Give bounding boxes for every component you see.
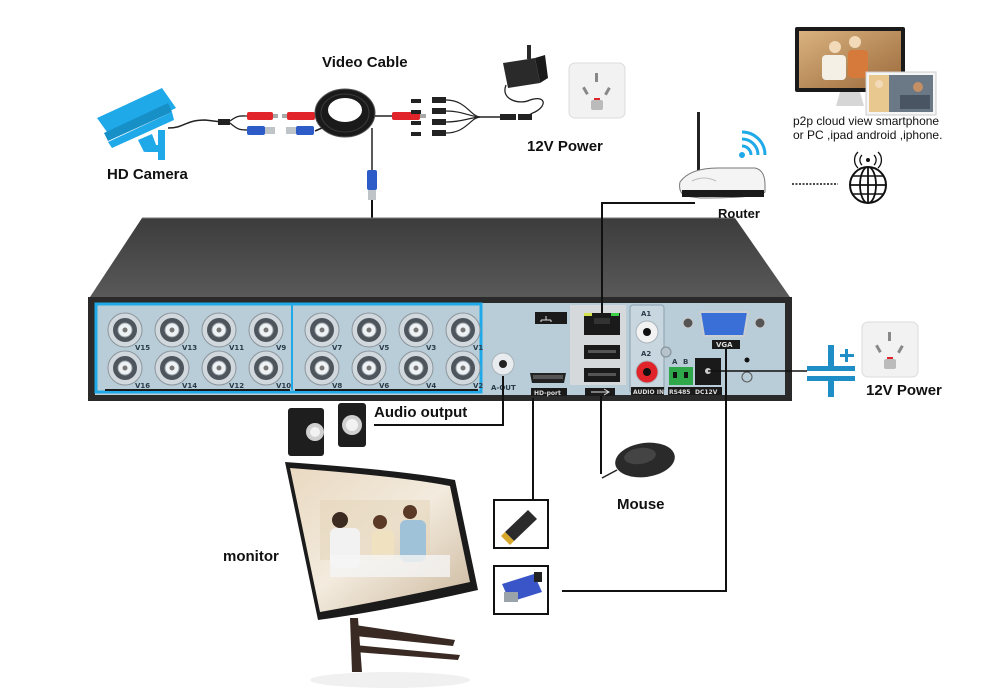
bnc-port-v10[interactable] [248,350,284,386]
router-icon [679,112,766,199]
ground-screw-icon [660,346,672,358]
label-audio-output: Audio output [374,404,468,421]
port-label-rs485-b: B [683,358,688,366]
rs485-terminal[interactable] [669,367,693,385]
wall-outlet-top-icon [568,62,626,119]
port-label-a1: A1 [641,310,651,318]
bnc-label-v6: V6 [379,382,389,390]
bnc-port-v15[interactable] [107,312,143,348]
cloud-view-devices-image [795,27,937,116]
port-label-audio-in: AUDIO IN [633,389,664,396]
camera-cable [167,119,223,129]
bnc-port-v6[interactable] [351,350,387,386]
bnc-label-v15: V15 [135,344,150,352]
bnc-port-v2[interactable] [445,350,481,386]
blue-bnc-connector-down [367,170,377,190]
bnc-label-v5: V5 [379,344,389,352]
lan-line [601,202,695,313]
hdmi-line [532,398,548,501]
label-p2p-line1: p2p cloud view smartphone [793,114,940,128]
ground-symbol-icon [741,371,753,383]
bnc-port-v8[interactable] [304,350,340,386]
bnc-port-v1[interactable] [445,312,481,348]
label-hd-camera: HD Camera [107,166,188,183]
label-power-top: 12V Power [527,138,603,155]
vga-port[interactable] [682,311,766,337]
bnc-port-v5[interactable] [351,312,387,348]
bnc-label-v14: V14 [182,382,197,390]
dc-power-symbol-icon [807,345,855,397]
bnc-port-v11[interactable] [201,312,237,348]
mouse-icon [601,442,675,479]
vga-cable-icon [493,565,549,615]
bnc-port-v4[interactable] [398,350,434,386]
hdmi-cable-icon [493,499,549,549]
bnc-label-v9: V9 [276,344,286,352]
vga-line [562,349,727,592]
audio-out-port[interactable] [491,352,515,376]
power-splitter-icon [411,97,532,136]
red-power-connector-left [247,112,278,120]
usb-port-2[interactable] [584,368,620,382]
blue-bnc-connector-left [247,126,275,135]
video-cable-coil-icon [314,88,376,138]
bnc-port-v9[interactable] [248,312,284,348]
globe-icon [849,151,887,204]
bnc-label-v4: V4 [426,382,436,390]
bnc-port-v7[interactable] [304,312,340,348]
hd-camera-icon [97,88,176,160]
bnc-port-v13[interactable] [154,312,190,348]
bnc-highlight-border [94,302,483,394]
port-label-dc12v: DC12V [695,389,718,396]
bnc-port-v12[interactable] [201,350,237,386]
bnc-label-v8: V8 [332,382,342,390]
bnc-port-v14[interactable] [154,350,190,386]
power-adapter-icon [503,45,548,118]
lan-port[interactable] [584,313,620,335]
bnc-label-v3: V3 [426,344,436,352]
bnc-label-v1: V1 [473,344,483,352]
usb-port-1[interactable] [584,345,620,359]
bnc-label-v13: V13 [182,344,197,352]
red-power-connector-mid [282,112,315,120]
port-label-rs485-a: A [672,358,678,366]
label-monitor: monitor [223,548,279,565]
audio-in-1-port[interactable] [635,320,659,344]
bnc-label-v12: V12 [229,382,244,390]
bnc-label-v7: V7 [332,344,342,352]
audio-in-2-port[interactable] [635,360,659,384]
blue-bnc-connector-mid [286,126,314,135]
monitor-icon [285,462,478,688]
bnc-label-v16: V16 [135,382,150,390]
label-power-right: 12V Power [866,382,942,399]
bnc-port-v3[interactable] [398,312,434,348]
port-label-vga: VGA [716,341,733,349]
bnc-port-v16[interactable] [107,350,143,386]
cable-splitter [218,119,230,125]
label-router: Router [718,206,760,221]
port-label-hdmi: HD-port [534,390,561,397]
port-label-rs485: RS485 [669,389,690,396]
hdmi-port[interactable] [530,373,566,383]
port-label-a2: A2 [641,350,651,358]
bnc-label-v11: V11 [229,344,244,352]
lan-symbol-icon [535,312,567,324]
label-video-cable: Video Cable [322,54,408,71]
wifi-icon [739,130,767,158]
speakers-icon [288,403,366,456]
bnc-label-v10: V10 [276,382,291,390]
wall-outlet-right-icon [861,321,919,378]
bnc-label-v2: V2 [473,382,483,390]
label-p2p-line2: or PC ,ipad android ,iphone. [793,128,943,142]
label-mouse: Mouse [617,496,665,513]
audio-line [374,376,504,426]
